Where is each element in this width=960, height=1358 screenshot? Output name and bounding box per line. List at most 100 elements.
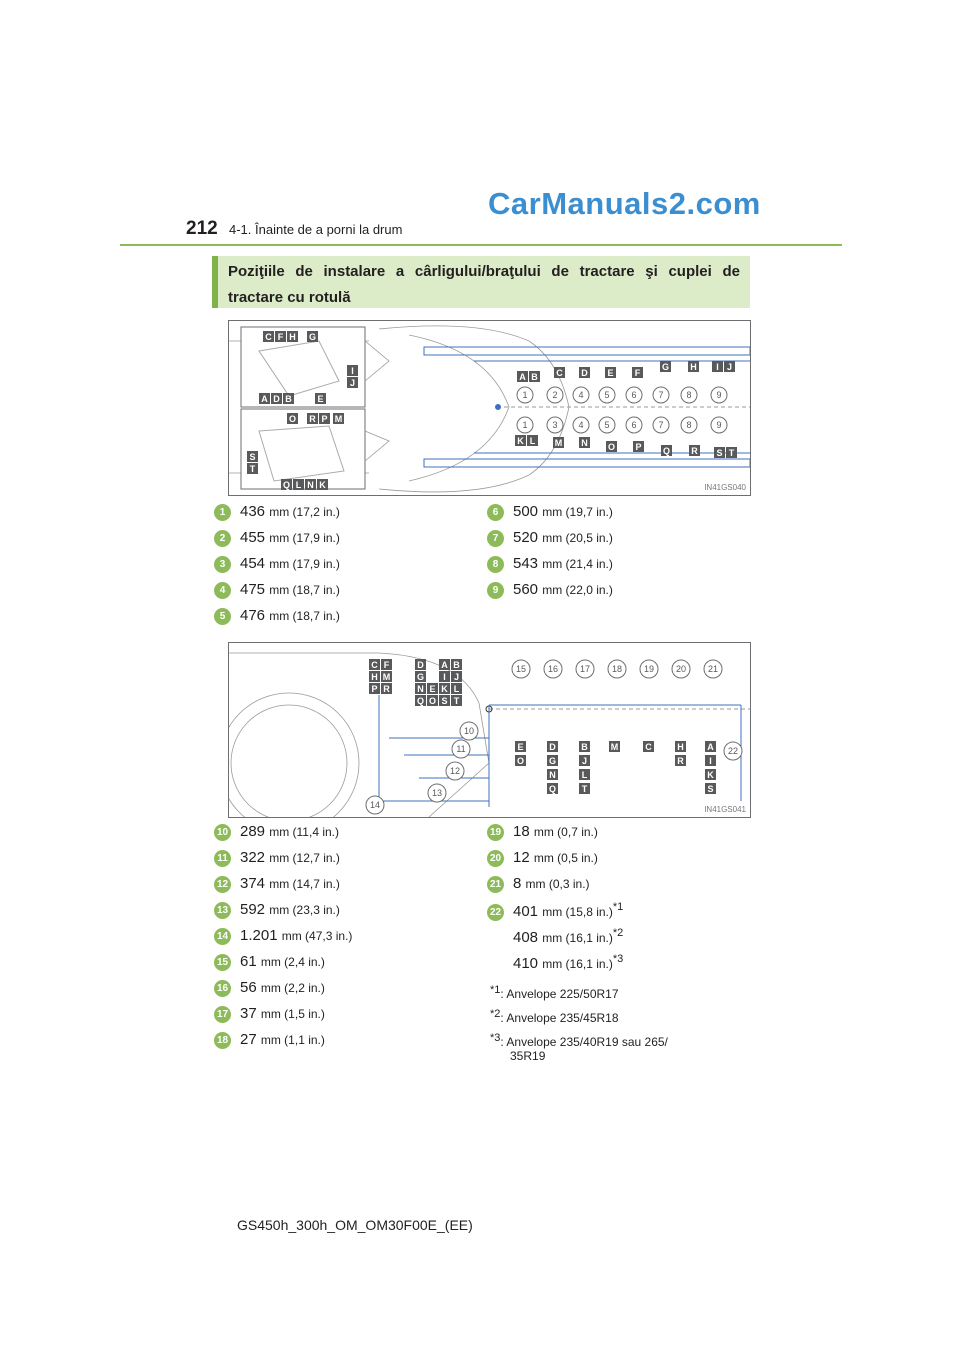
inset-top-J-box (347, 377, 358, 388)
measure-9-unit: mm (22,0 in.) (542, 583, 613, 597)
measure-15-value: 61 (240, 953, 261, 970)
note-3-continuation: 35R19 (510, 1049, 546, 1063)
measure-13-badge: 13 (214, 901, 231, 919)
measure-10-value: 289 (240, 823, 270, 840)
measure-12-unit: mm (14,7 in.) (269, 877, 340, 891)
bottom-num-7-circle (710, 416, 728, 434)
grid-1-I-box (439, 671, 450, 682)
inset-bottom-S-box (247, 451, 258, 462)
measure-10-badge: 10 (214, 823, 231, 841)
grid-3-Q-box (415, 695, 426, 706)
bottom-box-O-box (606, 441, 617, 452)
measure-22-footnote-ref: *3 (612, 953, 624, 965)
bottom-box-O-label: O (608, 442, 615, 452)
d2-top-18-circle (607, 659, 627, 679)
bottom-box-R-box (689, 445, 700, 456)
d2-top-15-label: 15 (516, 664, 526, 674)
measure-17-badge: 17 (214, 1005, 231, 1023)
d2-top-16-label: 16 (548, 664, 558, 674)
tire-note-text: : Anvelope 235/45R18 (500, 1011, 619, 1025)
under-3-M-label: M (611, 742, 619, 752)
inset-bottom-K-label: K (319, 480, 326, 490)
top-num-6-label: 8 (686, 390, 691, 400)
bottom-num-4-circle (625, 416, 643, 434)
top-box-E-label: E (607, 368, 613, 378)
top-box-B-label: B (531, 372, 538, 382)
d2-left-14-circle (365, 795, 385, 815)
right-number-circle: 22 (723, 741, 743, 761)
measure-20-badge: 20 (487, 849, 504, 867)
bottom-box-T-box (726, 447, 737, 458)
grid-2-L-label: L (454, 684, 460, 694)
under-6-K-label: K (707, 770, 714, 780)
measure-16-badge: 16 (214, 979, 231, 997)
inset-bottom-Q-box (281, 479, 292, 490)
inset-top-A-label: A (261, 394, 268, 404)
measure-20-unit: mm (0,5 in.) (533, 851, 598, 865)
grid-3-O-box (427, 695, 438, 706)
inset-bottom-O-label: O (289, 414, 296, 424)
under-1-N-box (547, 769, 558, 780)
measure-12-badge: 12 (214, 875, 231, 893)
d2-top-16-circle (543, 659, 563, 679)
inset-top-G-box (307, 331, 318, 342)
inset-bottom-L-box (293, 479, 304, 490)
inset-bottom-N-box (305, 479, 316, 490)
measure-22-unit: mm (16,1 in.) (542, 931, 613, 945)
measure-8-value: 543 (513, 555, 543, 572)
bottom-num-6-circle (680, 416, 698, 434)
grid-0-A-label: A (441, 660, 448, 670)
grid-2-E-box (427, 683, 438, 694)
bottom-box-L-label: L (530, 436, 536, 446)
measure-11-badge: 11 (214, 849, 231, 867)
measure-19-value: 18 (513, 823, 534, 840)
measure-21-badge: 21 (487, 875, 504, 893)
under-5-R-box (675, 755, 686, 766)
measure-1-badge: 1 (214, 503, 231, 521)
watermark: CarManuals2.com (488, 186, 761, 221)
d2-left-12-circle (445, 761, 465, 781)
under-0-E-box (515, 741, 526, 752)
d2-top-20-label: 20 (676, 664, 686, 674)
under-2-T-label: T (582, 784, 588, 794)
under-1-N-label: N (549, 770, 556, 780)
grid-0-F-label: F (384, 660, 390, 670)
bottom-num-2-label: 4 (578, 420, 583, 430)
inset-top-D-label: D (273, 394, 280, 404)
bottom-box-R-label: R (691, 446, 698, 456)
d2-left-14-label: 14 (370, 800, 380, 810)
grid-3-O-label: O (429, 696, 436, 706)
top-box-F-box (632, 367, 643, 378)
top-num-6-circle (680, 386, 698, 404)
measure-2-unit: mm (17,9 in.) (269, 531, 340, 545)
bottom-num-4-label: 6 (631, 420, 636, 430)
bottom-num-5-circle (652, 416, 670, 434)
inset-bottom-Q-label: Q (283, 480, 290, 490)
inset-bottom-P-label: P (321, 414, 327, 424)
bottom-num-6-label: 8 (686, 420, 691, 430)
measure-17-unit: mm (1,5 in.) (260, 1007, 325, 1021)
under-1-Q-box (547, 783, 558, 794)
under-6-I-box (705, 755, 716, 766)
d2-right-circle (723, 741, 743, 761)
top-box-D-label: D (581, 368, 588, 378)
grid-1-M-label: M (383, 672, 391, 682)
bottom-box-T-label: T (729, 448, 735, 458)
measure-7-unit: mm (20,5 in.) (542, 531, 613, 545)
measure-13-value: 592 (240, 901, 270, 918)
top-box-I-box (712, 361, 723, 372)
bottom-num-1-circle (546, 416, 564, 434)
under-2-B-box (579, 741, 590, 752)
d2-left-11-label: 11 (456, 744, 465, 754)
top-num-2-label: 4 (578, 390, 583, 400)
measure-22-value: 401 (513, 903, 543, 920)
